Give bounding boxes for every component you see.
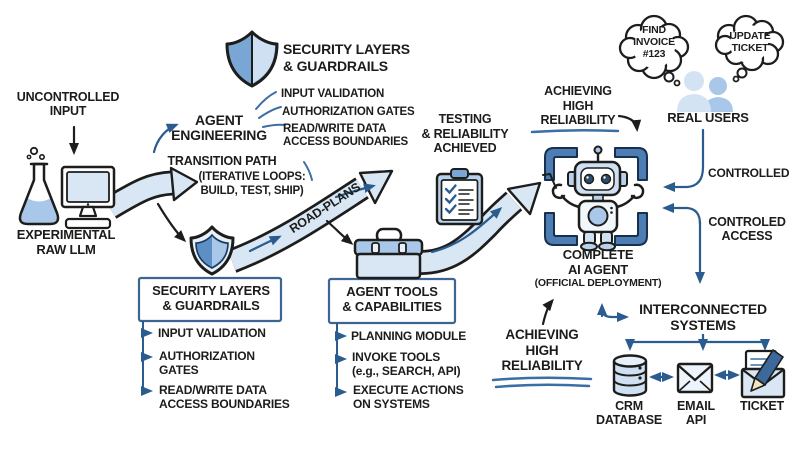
security-top-item-input-validation: INPUT VALIDATION [281,88,385,100]
security-bottom-item-boundaries: READ/WRITE DATA ACCESS BOUNDARIES [159,383,290,411]
uncontrolled-input-label: UNCONTROLLED INPUT [16,90,120,119]
controlled-access-arrow [662,203,702,226]
security-bottom-title: SECURITY LAYERS & GUARDRAILS [152,283,270,314]
crm-database-label: CRM DATABASE [596,399,662,427]
security-bottom-item-input-validation: INPUT VALIDATION [158,326,266,340]
agent-tools-title: AGENT TOOLS & CAPABILITIES [342,284,442,315]
focus-brackets-icon [544,147,648,246]
experimental-raw-llm-label: EXPERIMENTAL RAW LLM [16,227,116,257]
reliability-bottom-arrow [541,298,554,326]
ticket-label: TICKET [740,399,784,413]
underline-reliability-bottom-1 [491,376,593,382]
reliability-top-arrow [617,114,642,132]
toolbox-icon [353,227,424,280]
interconnected-systems-title: INTERCONNECTED SYSTEMS [639,301,767,333]
thought-bubble-right-icon [714,14,785,83]
email-api-label: EMAIL API [677,399,715,427]
agent-engineering-title: AGENT ENGINEERING [171,112,267,144]
controlled-label: CONTROLLED [708,166,790,180]
controled-access-label: CONTROLED ACCESS [708,215,786,244]
underline-reliability-top [530,128,620,134]
security-bottom-item-authorization-gates: AUTHORIZATION GATES [159,349,255,377]
branch-to-tools-arrow [325,219,354,245]
shield-bottom-icon [189,225,235,276]
systems-bracket [625,334,770,351]
flask-icon [18,146,60,226]
thought-bubble-left-icon [618,14,690,87]
official-deployment-label: (OFFICIAL DEPLOYMENT) [534,277,662,289]
bubble-update-ticket: UPDATE TICKET [729,30,771,54]
security-bottom-box [137,276,283,323]
to-engineering-arrow [152,123,179,154]
shield-top-icon [225,30,279,88]
security-top-title: SECURITY LAYERS & GUARDRAILS [283,41,410,74]
blue-underlines [491,128,620,389]
ribbon-inner-arrow-3 [430,206,503,254]
people-icon [677,71,733,112]
ticket-pencil-icon [740,349,786,399]
flow-ribbon-roadplans [227,169,394,273]
achieving-high-reliability-bottom: ACHIEVING HIGH RELIABILITY [501,327,583,374]
underline-reliability-bottom-2 [494,383,591,389]
transition-path-label: TRANSITION PATH [167,154,277,168]
flow-ribbon-llm-to-engineering [103,166,199,219]
robot-icon [542,145,645,252]
envelope-icon [676,362,714,394]
tools-list-bracket [335,323,347,397]
security-top-item-boundaries: READ/WRITE DATA ACCESS BOUNDARIES [283,123,409,148]
bubble-find-invoice: FIND INVOICE #123 [633,24,675,60]
monitor-icon [60,165,116,230]
ribbon-inner-arrow-2 [334,183,376,199]
sketch-connectors [255,91,313,181]
blue-arrows [152,123,740,382]
tools-item-execute-actions: EXECUTE ACTIONS ON SYSTEMS [353,383,464,411]
iterative-loops-note: (ITERATIVE LOOPS: BUILD, TEST, SHIP) [198,171,306,197]
checklist-clipboard-icon [435,168,484,226]
tools-item-planning-module: PLANNING MODULE [351,329,466,343]
achieving-high-reliability-top: ACHIEVING HIGH RELIABILITY [540,84,616,127]
flow-ribbon-tools-to-agent [410,181,542,275]
security-top-item-authorization-gates: AUTHORIZATION GATES [282,106,415,118]
complete-ai-agent-title: COMPLETE AI AGENT [562,247,634,277]
branch-to-security-arrow [156,202,187,243]
tools-item-invoke-tools: INVOKE TOOLS (e.g., SEARCH, API) [352,350,461,378]
agent-systems-right-arrow [600,307,629,322]
database-icon [612,354,648,397]
controlled-arrow [663,128,705,192]
security-list-bracket [141,321,153,396]
black-arrows [69,114,642,326]
ribbon-inner-arrow-1 [248,235,282,253]
real-users-label: REAL USERS [667,110,749,125]
testing-reliability-title: TESTING & RELIABILITY ACHIEVED [421,112,509,155]
